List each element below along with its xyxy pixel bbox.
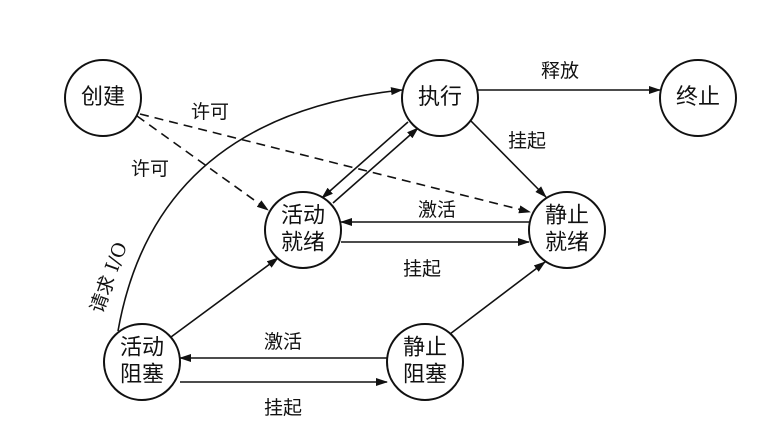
state-label: 阻塞: [120, 363, 164, 388]
edge-label-active-blocked-to-static-blocked: 挂起: [264, 397, 302, 419]
state-circle: [528, 191, 606, 269]
state-circle: [659, 59, 737, 137]
state-node-execute: 执行: [401, 59, 479, 137]
edge-active-ready-to-execute-arrow: [332, 127, 419, 204]
state-node-terminate: 终止: [659, 59, 737, 137]
state-label: 静止: [545, 204, 589, 229]
state-circle: [64, 59, 142, 137]
edge-label-execute-to-static-ready: 挂起: [508, 130, 546, 152]
nodes-layer: 创建执行终止活动就绪静止就绪活动阻塞静止阻塞: [64, 59, 737, 401]
edge-label-active-ready-to-static-ready: 挂起: [403, 258, 441, 280]
edge-label-static-blocked-to-active-blocked: 激活: [264, 331, 302, 353]
edge-active-blocked-to-execute-arrow: [117, 87, 403, 332]
state-label: 阻塞: [403, 363, 447, 388]
state-circle: [103, 323, 181, 401]
state-circle: [386, 323, 464, 401]
state-label: 执行: [418, 85, 462, 110]
state-label: 活动: [281, 204, 325, 229]
state-circle: [401, 59, 479, 137]
edge-create-to-active-ready-arrow: [136, 115, 269, 211]
edge-label-create-to-active-ready: 许可: [131, 158, 169, 180]
state-label: 就绪: [545, 231, 589, 256]
state-label: 就绪: [281, 231, 325, 256]
edge-active-blocked-to-active-ready-arrow: [170, 257, 279, 338]
edges-layer: [117, 86, 661, 386]
state-label: 静止: [403, 336, 447, 361]
edge-label-execute-to-terminate: 释放: [541, 60, 579, 82]
state-label: 创建: [81, 85, 125, 110]
edge-label-create-to-static-ready: 许可: [191, 101, 229, 123]
state-label: 活动: [120, 336, 164, 361]
edge-create-to-static-ready-arrow: [139, 113, 531, 214]
state-label: 终止: [676, 85, 720, 110]
state-circle: [264, 191, 342, 269]
edge-label-active-blocked-to-execute: 请求 I/O: [86, 239, 132, 316]
edge-execute-to-active-ready-arrow: [321, 121, 409, 199]
edge-execute-to-static-ready-arrow: [469, 119, 547, 198]
edge-label-static-ready-to-active-ready: 激活: [418, 199, 456, 221]
state-node-create: 创建: [64, 59, 142, 137]
edge-static-blocked-to-static-ready-arrow: [449, 261, 546, 335]
